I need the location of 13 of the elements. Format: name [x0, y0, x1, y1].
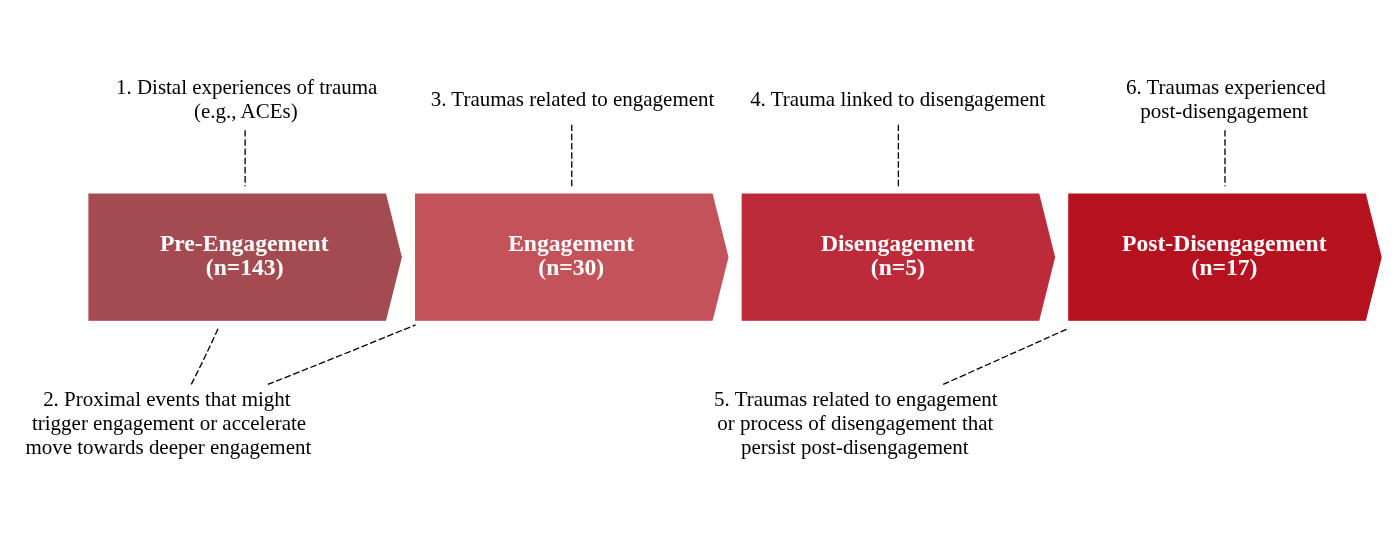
- node-text: 2. Proximal events that might trigger engagement or accelerate move towards deeper engagement: [25, 387, 312, 459]
- node-text: 5. Traumas related to engagement or process of disengagement that persist post-disengagement: [714, 387, 998, 459]
- node-text: 1. Distal experiences of trauma (e.g., ACEs): [115, 75, 378, 123]
- connector: [571, 124, 573, 187]
- connector: [897, 124, 899, 187]
- connector: [1224, 129, 1226, 187]
- node-text: 6. Traumas experienced post-disengagement: [1125, 75, 1326, 123]
- connector: [190, 327, 220, 386]
- connector: [244, 129, 246, 187]
- node-text: 3. Traumas related to engagement: [430, 87, 715, 112]
- node-text: 4. Trauma linked to disengagement: [750, 87, 1046, 112]
- connector: [942, 327, 1070, 386]
- connector: [267, 324, 417, 386]
